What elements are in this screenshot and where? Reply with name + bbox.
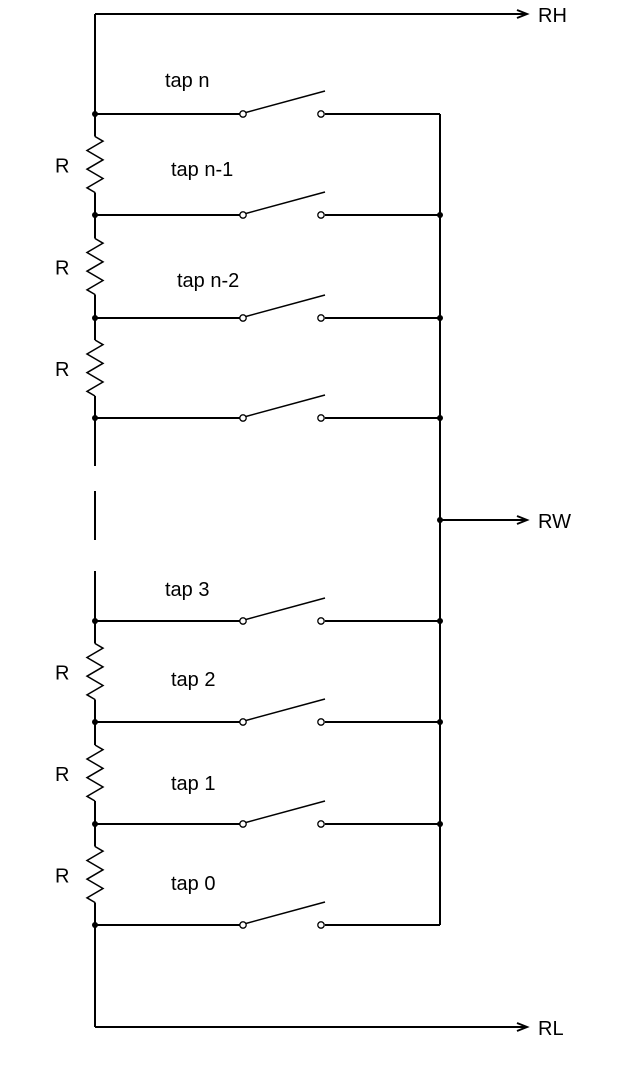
resistor-symbol	[85, 135, 105, 194]
rw-label: RW	[538, 511, 571, 533]
tap-label-n-1: tap n-1	[171, 159, 233, 181]
rl-label: RL	[538, 1018, 564, 1040]
switch-contact-right	[317, 718, 325, 726]
switch-contact-left	[239, 921, 247, 929]
tap-label-2: tap 2	[171, 669, 215, 691]
rw-junction-dot	[437, 517, 443, 523]
tap-label-3: tap 3	[165, 579, 209, 601]
tap-group: tap n tap n-1 tap n-2 tap 3 tap 2 tap 1 tap 0	[92, 70, 443, 929]
bus-junction-dot	[437, 821, 443, 827]
bus-junction-dot	[437, 719, 443, 725]
rl-arrow	[516, 1022, 530, 1032]
switch-contact-right	[317, 414, 325, 422]
resistor-symbol	[85, 642, 105, 701]
resistor-label: R	[55, 258, 69, 280]
switch-contact-left	[239, 414, 247, 422]
switch-contact-right	[317, 921, 325, 929]
switch-blade	[243, 800, 326, 824]
switch-blade	[243, 698, 326, 722]
switch-contact-left	[239, 718, 247, 726]
switch-contact-right	[317, 314, 325, 322]
tap-label-n-2: tap n-2	[177, 270, 239, 292]
switch-blade	[243, 901, 326, 925]
rw-arrow	[516, 515, 530, 525]
switch-blade	[243, 191, 326, 215]
switch-contact-right	[317, 211, 325, 219]
switch-blade	[243, 597, 326, 621]
switch-contact-left	[239, 314, 247, 322]
resistor-label: R	[55, 663, 69, 685]
switch-contact-left	[239, 820, 247, 828]
switch-contact-right	[317, 110, 325, 118]
switch-contact-right	[317, 820, 325, 828]
resistor-label: R	[55, 764, 69, 786]
rh-label: RH	[538, 5, 567, 27]
switch-blade	[243, 90, 326, 114]
bus-junction-dot	[437, 618, 443, 624]
switch-contact-left	[239, 617, 247, 625]
switch-contact-left	[239, 211, 247, 219]
rh-arrow	[516, 9, 530, 19]
resistor-symbol	[85, 339, 105, 397]
switch-contact-left	[239, 110, 247, 118]
resistor-symbol	[85, 845, 105, 904]
bus-junction-dot	[437, 315, 443, 321]
bus-junction-dot	[437, 212, 443, 218]
resistor-label: R	[55, 359, 69, 381]
resistor-group: R R R R R R	[55, 114, 105, 925]
resistor-label: R	[55, 866, 69, 888]
tap-label-1: tap 1	[171, 773, 215, 795]
resistor-label: R	[55, 156, 69, 178]
bus-junction-dot	[437, 415, 443, 421]
resistor-symbol	[85, 237, 105, 296]
switch-blade	[243, 294, 326, 318]
tap-label-0: tap 0	[171, 873, 215, 895]
tap-label-n: tap n	[165, 70, 209, 92]
switch-contact-right	[317, 617, 325, 625]
switch-blade	[243, 394, 326, 418]
resistor-symbol	[85, 744, 105, 802]
